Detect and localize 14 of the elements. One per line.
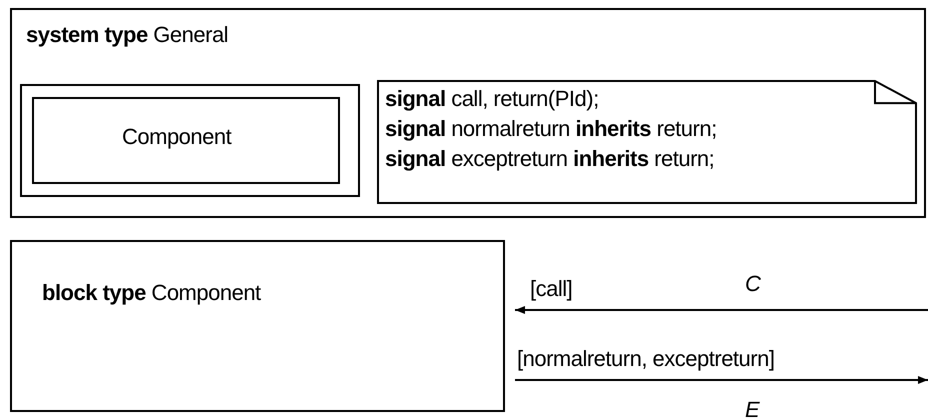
- declaration-text: signal call, return(PId);: [385, 86, 599, 112]
- text-symbol: [377, 80, 917, 204]
- frame-heading: block type Component: [42, 280, 261, 306]
- declaration-text: signal normalreturn inherits return;: [385, 116, 717, 142]
- frame-box: [10, 240, 505, 412]
- block-symbol: [20, 84, 360, 197]
- frame-box: [10, 8, 926, 218]
- signal-route-arrow: [515, 306, 928, 314]
- frame-heading: system type General: [26, 22, 228, 48]
- block-name: Component: [122, 124, 232, 150]
- signal-route-arrow: [515, 376, 928, 384]
- route-name: E: [745, 400, 760, 420]
- route-name: C: [745, 274, 760, 294]
- declaration-text: signal exceptreturn inherits return;: [385, 146, 714, 172]
